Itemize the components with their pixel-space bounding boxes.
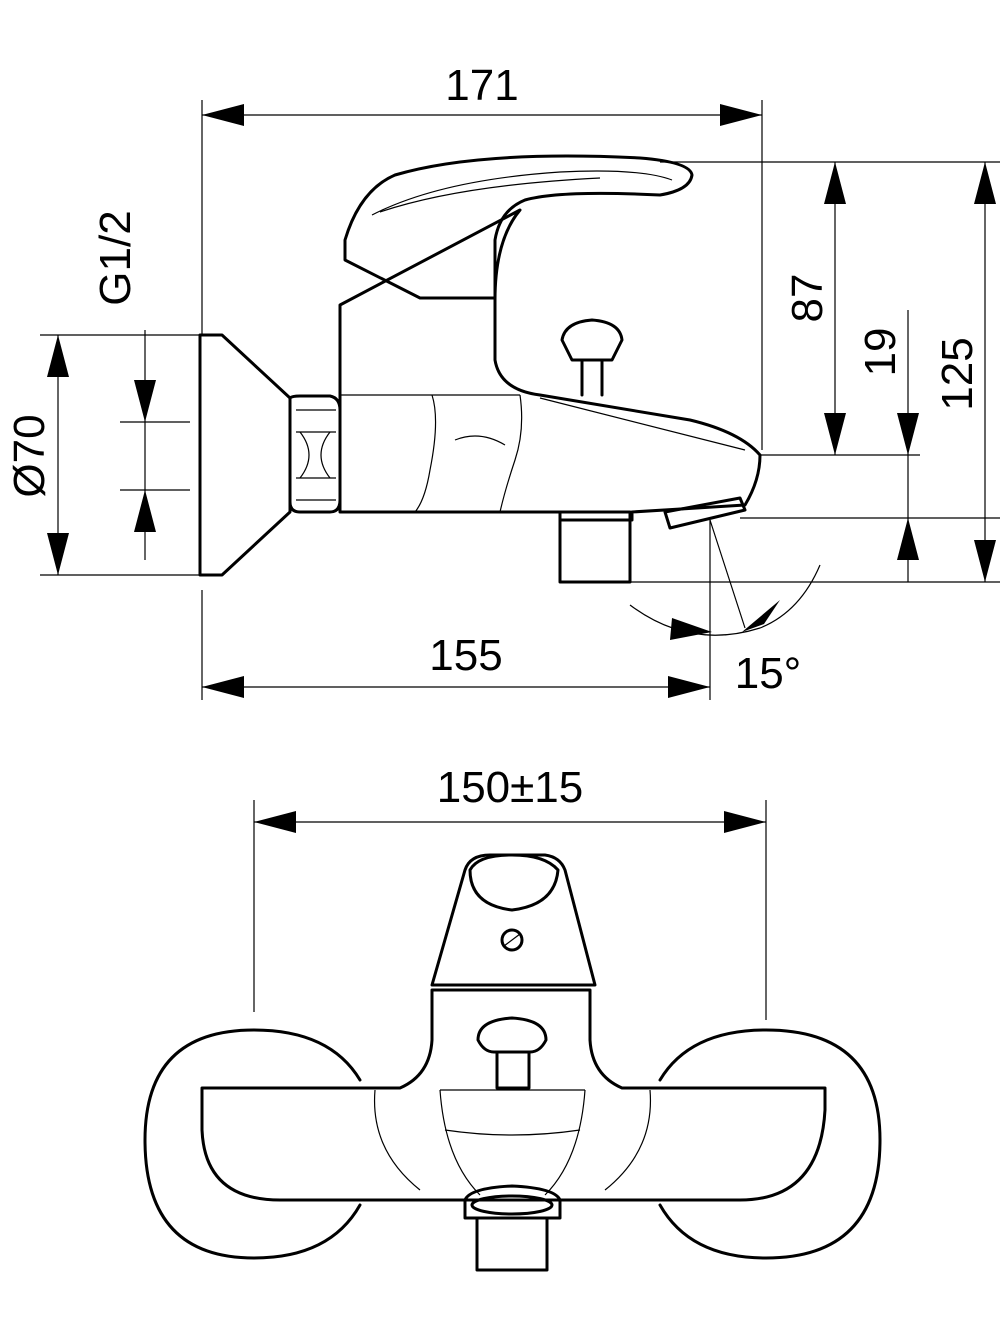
dim-19-label: 19 — [856, 328, 905, 377]
dim-171: 171 — [202, 61, 762, 126]
hex-nut — [288, 394, 342, 514]
spout-outlet — [663, 496, 747, 530]
wall-flange — [198, 333, 292, 577]
side-view: 171 155 Ø70 G1/2 87 — [5, 61, 1000, 700]
body-hidden-contour — [340, 394, 746, 513]
dim-150-label: 150±15 — [437, 763, 584, 812]
dim-15-degrees: 15° — [629, 519, 821, 698]
dim-150: 150±15 — [253, 763, 767, 1020]
dim-125: 125 — [933, 162, 996, 582]
lever-screw-icon — [500, 928, 524, 952]
dim-155: 155 — [202, 631, 710, 698]
extension-lines — [40, 100, 1000, 700]
front-view: 150±15 — [143, 763, 882, 1272]
front-spout-outlet — [463, 1184, 562, 1272]
front-lever-cap — [468, 853, 560, 912]
dim-15-degrees-label: 15° — [735, 649, 802, 698]
left-flange-disc — [143, 1028, 362, 1260]
dim-diameter-70: Ø70 — [5, 335, 69, 575]
lever-top-groove — [371, 170, 673, 216]
diverter-pull — [558, 510, 632, 584]
dim-171-label: 171 — [445, 61, 518, 110]
dim-87: 87 — [783, 162, 846, 455]
front-body — [200, 988, 827, 1202]
front-hidden-contour — [373, 1089, 652, 1196]
dim-19: 19 — [856, 310, 919, 582]
dim-87-label: 87 — [783, 274, 832, 323]
front-diverter-knob — [476, 1016, 548, 1090]
right-flange-disc — [658, 1028, 882, 1260]
diverter-knob — [560, 318, 624, 397]
dim-125-label: 125 — [933, 337, 982, 410]
dim-diameter-70-label: Ø70 — [5, 414, 54, 497]
front-lever — [430, 853, 597, 987]
dim-thread: G1/2 — [91, 210, 156, 560]
lever-handle — [343, 154, 694, 300]
dim-thread-label: G1/2 — [91, 210, 140, 305]
dim-155-label: 155 — [429, 631, 502, 680]
mixer-body — [338, 208, 762, 522]
